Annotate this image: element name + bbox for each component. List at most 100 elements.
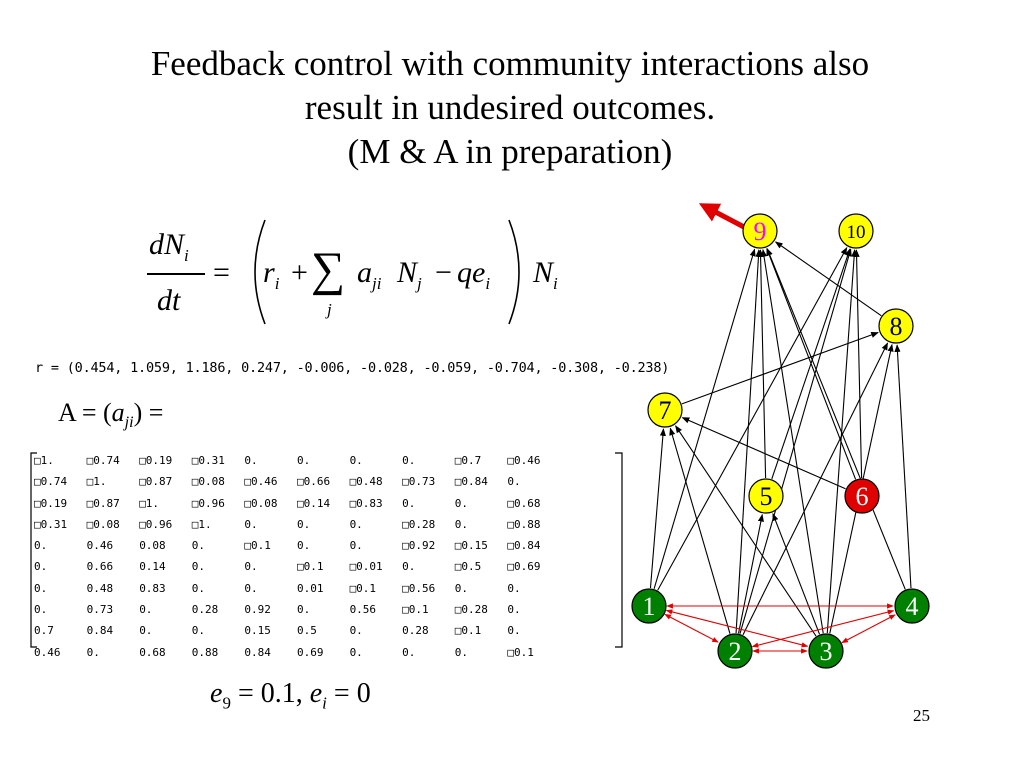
matrix-cell: 0.83 <box>139 581 166 595</box>
r-term: ri <box>263 256 280 293</box>
matrix-cell: □0.96 <box>191 496 225 510</box>
competition-edge <box>841 614 896 644</box>
matrix-cell: 0.5 <box>296 624 317 638</box>
matrix-cell: □0.96 <box>139 517 173 531</box>
matrix-cell: 0.01 <box>296 581 324 595</box>
matrix-cell: 0. <box>34 581 48 595</box>
matrix-cell: 0. <box>507 624 521 638</box>
matrix-cell: 0. <box>244 581 258 595</box>
matrix-cell: □0.83 <box>349 496 383 510</box>
trophic-edge <box>739 248 852 634</box>
matrix-cell: □0.69 <box>507 560 541 574</box>
node-circle <box>808 633 844 669</box>
harvest-arrow <box>698 203 746 230</box>
matrix-cell: 0. <box>296 603 311 617</box>
qe-term: qei <box>457 256 491 293</box>
matrix-cell: 0.15 <box>244 624 271 638</box>
matrix-cell: 0. <box>244 560 258 574</box>
node-label: 8 <box>890 312 903 341</box>
matrix-cell: □1. <box>86 475 107 489</box>
matrix-cell: 0. <box>191 560 206 574</box>
node-label: 2 <box>729 637 742 666</box>
matrix-cell: 0. <box>507 581 521 595</box>
matrix-cell: □0.84 <box>507 539 541 553</box>
matrix-cell: 0. <box>296 539 311 553</box>
trophic-edge <box>675 425 817 637</box>
matrix-cell: □0.1 <box>454 624 482 638</box>
matrix-right-bracket <box>615 452 623 648</box>
matrix-cell: □0.73 <box>402 475 436 489</box>
matrix-cell: 0. <box>402 645 416 659</box>
matrix-row: □0.74□1.□0.87□0.08□0.46□0.66□0.48□0.73□0… <box>34 471 560 492</box>
species-node-1: 1 <box>631 588 667 624</box>
trophic-edge <box>669 427 731 634</box>
matrix-cell: □0.28 <box>402 517 436 531</box>
matrix-cell: 0.28 <box>191 603 219 617</box>
matrix-cell: □0.15 <box>454 539 488 553</box>
trophic-edge <box>774 241 882 317</box>
node-circle <box>894 588 930 624</box>
matrix-cell: 0.92 <box>244 603 271 617</box>
matrix-cell: □0.08 <box>244 496 278 510</box>
matrix-cell: 0. <box>507 475 521 489</box>
trophic-edge <box>681 417 846 490</box>
matrix-cell: 0.08 <box>139 539 166 553</box>
trophic-edge <box>735 249 762 634</box>
matrix-cell: 0. <box>454 517 468 531</box>
trophic-edge <box>766 247 906 590</box>
matrix-cell: 0. <box>191 581 206 595</box>
matrix-cell: □0.1 <box>296 560 324 574</box>
node-circle <box>748 478 784 514</box>
species-node-2: 2 <box>717 633 753 669</box>
matrix-cell: 0.84 <box>86 624 114 638</box>
network-edges <box>649 203 912 654</box>
node-circle <box>647 392 683 428</box>
matrix-cell: □0.19 <box>139 454 173 467</box>
matrix-cell: □0.19 <box>34 496 68 510</box>
matrix-cell: 0.88 <box>191 645 219 659</box>
title-line-2: result in undesired outcomes. <box>304 88 716 127</box>
matrix-cell: 0. <box>349 645 363 659</box>
matrix-cell: □0.46 <box>507 454 541 467</box>
trophic-edge <box>742 342 889 636</box>
trophic-edge <box>681 331 879 405</box>
matrix-cell: 0. <box>349 517 363 531</box>
left-paren <box>254 219 266 325</box>
trophic-edge <box>653 248 756 589</box>
node-label: 5 <box>760 482 773 511</box>
plus-sign: + <box>291 256 308 289</box>
matrix-cell: 0. <box>402 454 416 467</box>
trophic-edge <box>766 248 857 480</box>
species-node-7: 7 <box>647 392 683 428</box>
species-node-3: 3 <box>808 633 844 669</box>
fraction-numerator: dNi <box>149 228 189 265</box>
node-label: 10 <box>847 222 866 243</box>
matrix-cell: 0. <box>349 624 363 638</box>
matrix-cell: 0. <box>34 603 48 617</box>
node-label: 4 <box>906 592 919 621</box>
matrix-cell: □0.1 <box>402 603 429 617</box>
sum-index: j <box>327 300 332 319</box>
node-circle <box>838 213 874 249</box>
node-circle <box>844 478 880 514</box>
effort-values: e9 = 0.1, ei = 0 <box>210 678 371 713</box>
matrix-cell: □0.08 <box>191 475 225 489</box>
node-circle <box>631 588 667 624</box>
ni-term: Ni <box>533 256 558 293</box>
matrix-cell: 0. <box>34 539 48 553</box>
matrix-cell: 0. <box>402 496 416 510</box>
title-line-3: (M & A in preparation) <box>347 132 673 171</box>
matrix-cell: 0. <box>454 645 468 659</box>
matrix-cell: □0.48 <box>349 475 383 489</box>
trophic-edge <box>757 249 767 479</box>
matrix-cell: □0.66 <box>296 475 331 489</box>
matrix-cell: 0.84 <box>244 645 271 659</box>
fraction-bar <box>147 273 205 275</box>
matrix-cell: □0.92 <box>402 539 436 553</box>
matrix-cell: □0.31 <box>191 454 225 467</box>
